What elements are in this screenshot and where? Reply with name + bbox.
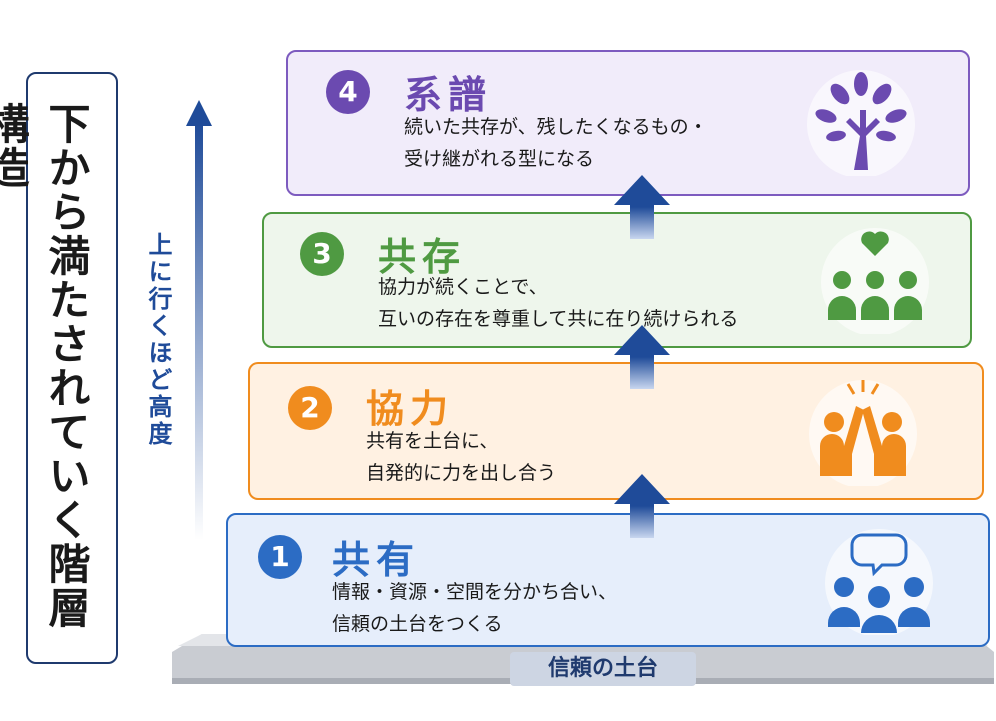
- tier-number-badge: 3: [300, 232, 344, 276]
- axis-label: 上に行くほど高度: [144, 232, 172, 448]
- tier-number-badge: 4: [326, 70, 370, 114]
- tier-3-coexistence: 3 共存 協力が続くことで、 互いの存在を尊重して共に在り続けられる: [262, 212, 972, 348]
- tier-number-badge: 2: [288, 386, 332, 430]
- axis-up-arrow: [186, 100, 212, 540]
- tier-title: 共有: [332, 538, 421, 582]
- tier-description-line-1: 続いた共存が、残したくなるもの・: [404, 116, 708, 138]
- tier-title: 協力: [366, 387, 455, 431]
- tier-connector-arrow: [614, 474, 670, 538]
- tier-number-badge: 1: [258, 535, 302, 579]
- tier-title: 系譜: [404, 73, 493, 117]
- foundation-label: 信頼の土台: [510, 652, 696, 686]
- tier-description-line-1: 共有を土台に、: [366, 430, 499, 452]
- hierarchy-caption: 下から満たされていく階層構造: [0, 102, 91, 630]
- tier-connector-arrow: [614, 325, 670, 389]
- tier-connector-arrow: [614, 175, 670, 239]
- tier-description-line-2: 互いの存在を尊重して共に在り続けられる: [378, 308, 739, 330]
- group-heart-icon: [821, 228, 929, 334]
- tier-description-line-2: 受け継がれる型になる: [404, 148, 595, 170]
- high-five-icon: [809, 380, 917, 486]
- people-speech-icon: [825, 529, 933, 635]
- hierarchy-caption-box: 下から満たされていく階層構造: [0, 72, 118, 664]
- tier-1-sharing: 1 共有 情報・資源・空間を分かち合い、 信頼の土台をつくる: [226, 513, 990, 647]
- tier-description-line-2: 信頼の土台をつくる: [332, 613, 503, 635]
- tier-title: 共存: [378, 235, 467, 279]
- tier-description-line-2: 自発的に力を出し合う: [366, 462, 557, 484]
- tier-2-cooperation: 2 協力 共有を土台に、 自発的に力を出し合う: [248, 362, 984, 500]
- tree-icon: [807, 70, 915, 176]
- tier-description-line-1: 協力が続くことで、: [378, 276, 548, 298]
- tier-4-lineage: 4 系譜 続いた共存が、残したくなるもの・ 受け継がれる型になる: [286, 50, 970, 196]
- tier-description-line-1: 情報・資源・空間を分かち合い、: [332, 581, 618, 603]
